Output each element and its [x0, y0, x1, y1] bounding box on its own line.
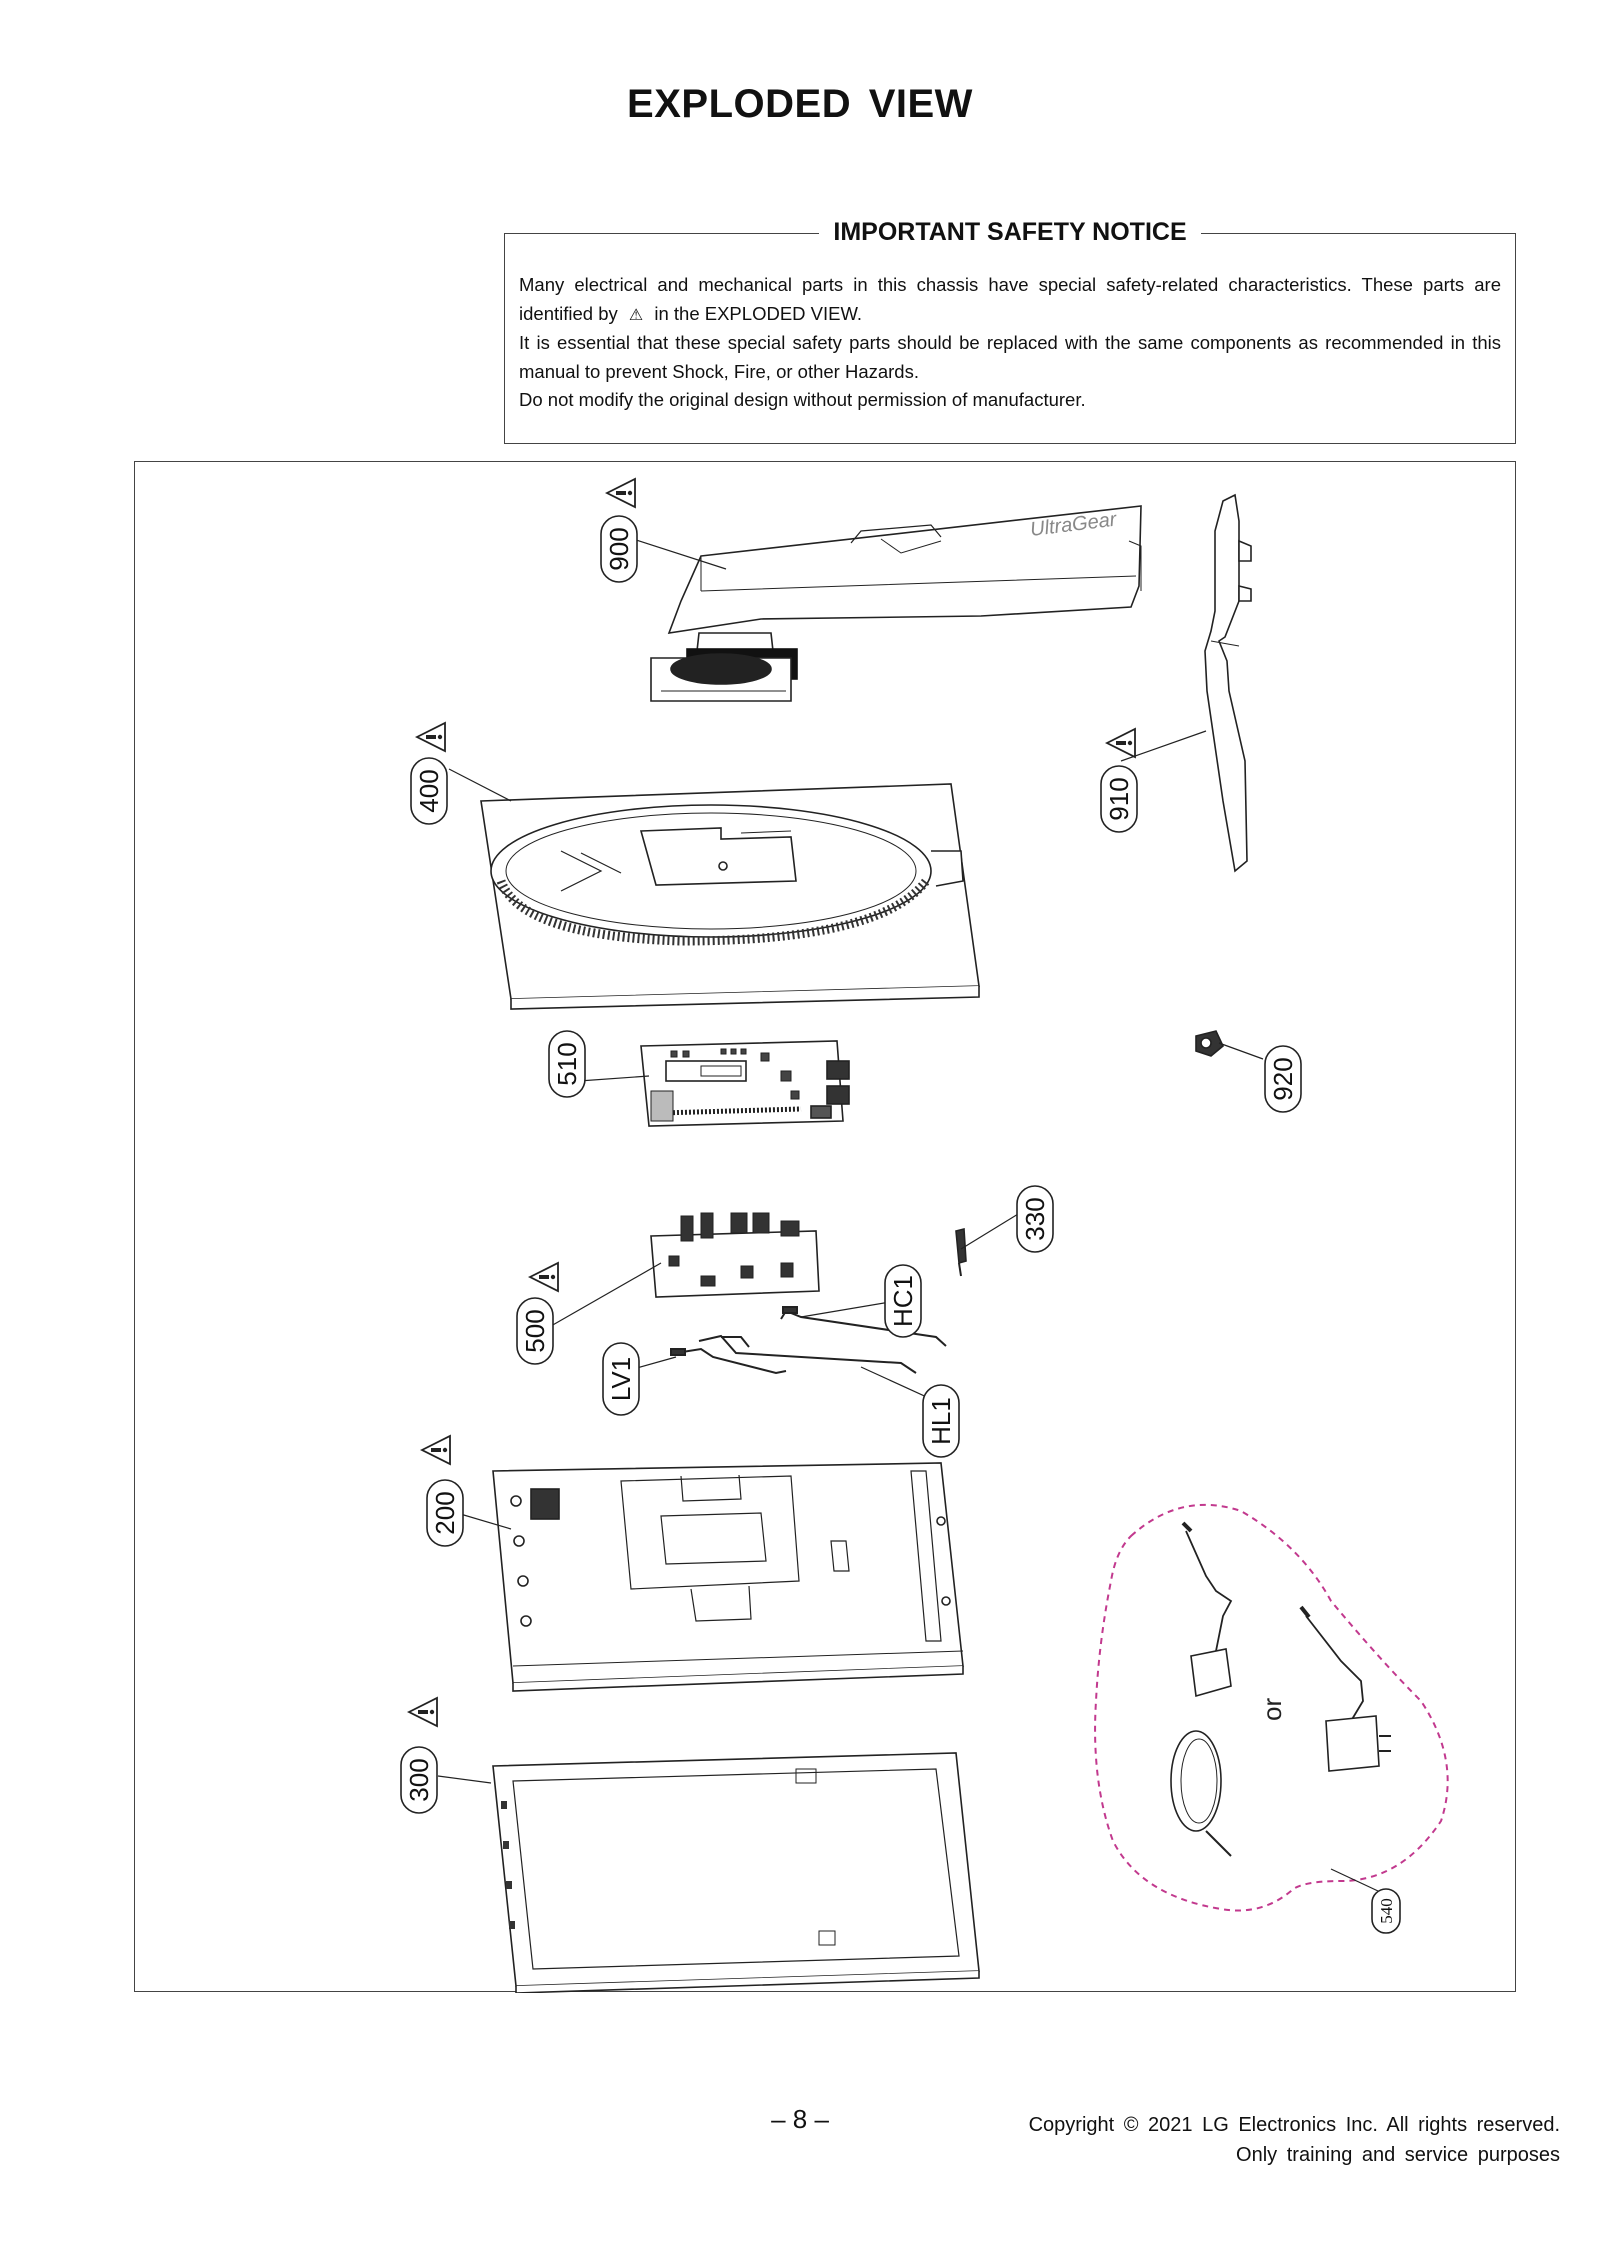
svg-text:920: 920: [1268, 1057, 1298, 1100]
or-label: or: [1257, 1698, 1287, 1721]
warning-triangle-icon: ⚠: [628, 304, 644, 324]
warning-icon-200: [421, 1435, 451, 1465]
stand-base-part: [1204, 493, 1252, 873]
safety-notice-title: IMPORTANT SAFETY NOTICE: [819, 218, 1201, 246]
exploded-view-diagram: UltraGear: [134, 461, 1516, 1993]
stand-arm-part: UltraGear: [650, 505, 1142, 702]
part-label-920: 920: [1264, 1045, 1302, 1113]
svg-text:900: 900: [604, 527, 634, 570]
page-number: – 8 –: [771, 2104, 829, 2134]
page-title: EXPLODED VIEW: [627, 82, 973, 126]
copyright-line-1: Copyright © 2021 LG Electronics Inc. All…: [1028, 2114, 1560, 2136]
notice-paragraph-3: Do not modify the original design withou…: [519, 389, 1086, 410]
rear-cover-part: [480, 783, 980, 1010]
main-board-part: [640, 1040, 850, 1127]
io-board-part: [650, 1212, 820, 1298]
notice-paragraph-1: Many electrical and mechanical parts in …: [519, 274, 1501, 324]
part-label-330: 330: [1016, 1185, 1054, 1253]
part-label-900: 900: [600, 515, 638, 583]
svg-text:LV1: LV1: [606, 1357, 636, 1401]
part-label-510: 510: [548, 1030, 586, 1098]
part-label-400: 400: [410, 757, 448, 825]
svg-text:HC1: HC1: [888, 1275, 918, 1327]
warning-icon-400: [416, 722, 446, 752]
part-label-300: 300: [400, 1746, 438, 1814]
svg-text:540: 540: [1377, 1898, 1396, 1924]
connector-part: [955, 1227, 967, 1277]
notice-paragraph-2: It is essential that these special safet…: [519, 332, 1501, 382]
main-frame-part: [492, 1462, 964, 1692]
part-label-540: 540: [1371, 1888, 1401, 1934]
svg-text:300: 300: [404, 1758, 434, 1801]
part-label-hl1: HL1: [922, 1384, 960, 1458]
cables-part: [670, 1306, 947, 1375]
part-label-200: 200: [426, 1479, 464, 1547]
safety-notice-body: Many electrical and mechanical parts in …: [519, 271, 1501, 415]
copyright-footer: Copyright © 2021 LG Electronics Inc. All…: [860, 2110, 1560, 2170]
svg-text:510: 510: [552, 1042, 582, 1085]
svg-text:330: 330: [1020, 1197, 1050, 1240]
svg-text:910: 910: [1104, 777, 1134, 820]
front-bezel-part: [492, 1752, 980, 1993]
svg-text:500: 500: [520, 1309, 550, 1352]
cable-clip-part: [1195, 1030, 1224, 1057]
svg-text:400: 400: [414, 769, 444, 812]
part-label-lv1: LV1: [602, 1342, 640, 1416]
adapter-group-part: or: [1094, 1503, 1449, 1912]
safety-notice-box: IMPORTANT SAFETY NOTICE Many electrical …: [504, 218, 1516, 444]
part-label-hc1: HC1: [884, 1264, 922, 1338]
warning-icon-300: [408, 1697, 438, 1727]
svg-text:200: 200: [430, 1491, 460, 1534]
part-label-500: 500: [516, 1297, 554, 1365]
leader-lines: [437, 538, 1379, 1892]
warning-icon-500: [529, 1262, 559, 1292]
warning-icon-900: [606, 478, 636, 508]
svg-text:HL1: HL1: [926, 1397, 956, 1445]
copyright-line-2: Only training and service purposes: [1236, 2144, 1560, 2166]
part-label-910: 910: [1100, 765, 1138, 833]
warning-icon-910: [1106, 728, 1136, 758]
